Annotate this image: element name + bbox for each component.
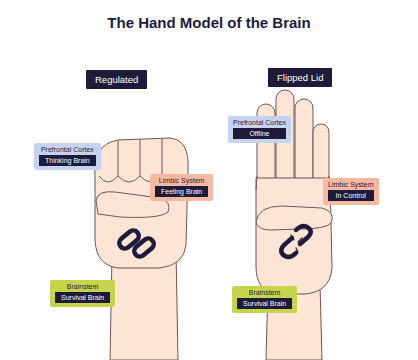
region-name: Brainstem (237, 289, 292, 296)
region-role: In Control (328, 190, 374, 201)
panel-heading: Flipped Lid (268, 68, 332, 87)
region-name: Limbic System (155, 177, 208, 184)
region-name: Limbic System (328, 181, 374, 188)
title: The Hand Model of the Brain (0, 14, 418, 31)
region-role: Survival Brain (237, 298, 292, 309)
region-role: Feeling Brain (155, 186, 208, 197)
callout-box: BrainstemSurvival Brain (50, 280, 115, 307)
callout-box: Limbic SystemFeeling Brain (150, 174, 213, 201)
region-role: Offline (233, 128, 286, 139)
callout-box: Prefrontal CortexThinking Brain (34, 143, 101, 170)
heading-text: Flipped Lid (277, 72, 323, 83)
region-role: Thinking Brain (39, 155, 96, 166)
callout-box: Limbic System In Control (323, 178, 379, 205)
panel-heading: Regulated (86, 70, 147, 89)
heading-text: Regulated (95, 74, 138, 85)
region-name: Brainstem (55, 283, 110, 290)
region-name: Prefrontal Cortex (233, 119, 286, 126)
region-role: Survival Brain (55, 292, 110, 303)
region-name: Prefrontal Cortex (39, 146, 96, 153)
callout-box: Prefrontal CortexOffline (228, 116, 291, 143)
callout-box: BrainstemSurvival Brain (232, 286, 297, 313)
